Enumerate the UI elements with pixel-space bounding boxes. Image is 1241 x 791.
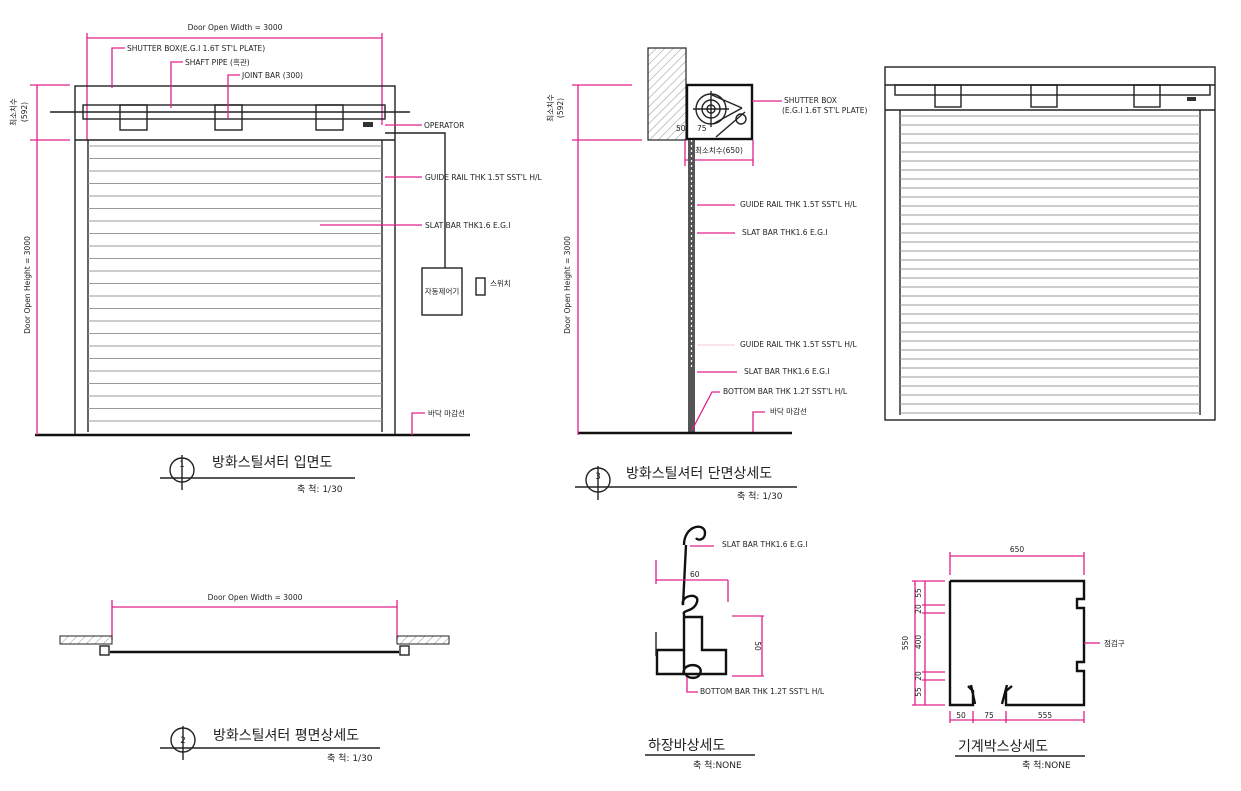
height-dimension: Door Open Height = 3000 bbox=[23, 236, 32, 334]
height-dimension: Door Open Height = 3000 bbox=[563, 236, 572, 334]
label-dim-555: 555 bbox=[1038, 711, 1053, 720]
drawing-number: 1 bbox=[179, 460, 185, 470]
label-dim-550: 550 bbox=[901, 636, 910, 651]
label-box-min-dim: 최소치수(650) bbox=[695, 145, 743, 155]
label-min-dim-value: (592) bbox=[20, 102, 29, 122]
label-slat-bar: SLAT BAR THK1.6 E.G.I bbox=[742, 228, 827, 237]
controller-box bbox=[421, 267, 463, 316]
slat-curtain bbox=[900, 115, 1200, 414]
width-dimension: Door Open Width = 3000 bbox=[188, 23, 283, 32]
label-controller: 자동제어기 bbox=[425, 286, 460, 296]
operator bbox=[363, 122, 373, 127]
label-joint-bar: JOINT BAR (300) bbox=[241, 71, 303, 80]
bottom-bar-detail: SLAT BAR THK1.6 E.G.I 60 50 BOTTOM BAR T… bbox=[645, 525, 825, 771]
label-dim-20a: 20 bbox=[914, 604, 923, 614]
label-dim-55a: 55 bbox=[914, 588, 923, 598]
label-shaft-pipe: SHAFT PIPE (흑관) bbox=[185, 57, 250, 67]
label-operator: OPERATOR bbox=[424, 121, 464, 130]
label-dim-55b: 55 bbox=[914, 687, 923, 697]
label-shutter-box: SHUTTER BOX bbox=[784, 96, 837, 105]
slat-curtain bbox=[88, 145, 382, 422]
label-dim-small-a: 50 bbox=[676, 124, 686, 133]
drawing-scale: 축 척:NONE bbox=[693, 760, 742, 771]
label-slat-bar-2: SLAT BAR THK1.6 E.G.I bbox=[744, 367, 829, 376]
label-dim-75: 75 bbox=[984, 711, 994, 720]
wall bbox=[647, 47, 687, 141]
label-floor: 바닥 마감선 bbox=[428, 408, 465, 418]
label-dim-50: 50 bbox=[753, 641, 762, 651]
drawing-title: 하장바상세도 bbox=[648, 738, 725, 754]
drawing-number: 2 bbox=[180, 736, 186, 746]
label-dim-60: 60 bbox=[690, 570, 700, 579]
label-min-dim: 최소치수 bbox=[8, 98, 18, 126]
switch bbox=[475, 277, 486, 296]
label-min-dim: 최소치수 bbox=[545, 94, 555, 122]
label-dim-50: 50 bbox=[956, 711, 966, 720]
drawing-number: 3 bbox=[595, 472, 601, 482]
front-elevation: Door Open Width = 3000 SHUTTER BOX(E.G.I… bbox=[8, 23, 543, 495]
label-dim-small-b: 75 bbox=[697, 124, 707, 133]
label-guide-rail: GUIDE RAIL THK 1.5T SST'L H/L bbox=[425, 173, 543, 182]
label-guide-rail: GUIDE RAIL THK 1.5T SST'L H/L bbox=[740, 200, 858, 209]
drawing-scale: 축 척: 1/30 bbox=[737, 491, 783, 502]
drawing-title: 방화스틸셔터 입면도 bbox=[212, 455, 332, 471]
shutter-box bbox=[685, 83, 754, 141]
label-dim-20b: 20 bbox=[914, 671, 923, 681]
rear-elevation bbox=[884, 66, 1216, 421]
joint-bar bbox=[119, 104, 148, 131]
label-dim-400: 400 bbox=[914, 635, 923, 650]
drawing-scale: 축 척:NONE bbox=[1022, 760, 1071, 771]
label-dim-650: 650 bbox=[1010, 545, 1025, 554]
section-view: SHUTTER BOX (E.G.I 1.6T ST'L PLATE) 50 7… bbox=[545, 47, 867, 502]
label-shutter-box-spec: (E.G.I 1.6T ST'L PLATE) bbox=[782, 106, 867, 115]
label-slat-bar: SLAT BAR THK1.6 E.G.I bbox=[425, 221, 510, 230]
width-dimension: Door Open Width = 3000 bbox=[208, 593, 303, 602]
machine-box-detail: 650 550 55 20 400 20 55 50 75 555 점검구 기계… bbox=[901, 545, 1125, 771]
joint-bar bbox=[315, 104, 344, 131]
label-floor: 바닥 마감선 bbox=[770, 406, 807, 416]
drawing-scale: 축 척: 1/30 bbox=[297, 484, 343, 495]
label-guide-rail-faint: GUIDE RAIL THK 1.5T SST'L H/L bbox=[740, 340, 858, 349]
label-bottom-bar: BOTTOM BAR THK 1.2T SST'L H/L bbox=[723, 387, 848, 396]
label-shutter-box: SHUTTER BOX(E.G.I 1.6T ST'L PLATE) bbox=[127, 44, 265, 53]
label-switch: 스위치 bbox=[490, 279, 511, 288]
drawing-scale: 축 척: 1/30 bbox=[327, 753, 373, 764]
drawing-title: 방화스틸셔터 단면상세도 bbox=[626, 466, 772, 482]
label-inspection: 점검구 bbox=[1104, 638, 1125, 648]
label-slat-bar: SLAT BAR THK1.6 E.G.I bbox=[722, 540, 807, 549]
drawing-title: 방화스틸셔터 평면상세도 bbox=[213, 728, 359, 744]
label-bottom-bar: BOTTOM BAR THK 1.2T SST'L H/L bbox=[700, 687, 825, 696]
drawing-title: 기계박스상세도 bbox=[958, 739, 1048, 755]
label-min-dim-value: (592) bbox=[556, 98, 565, 118]
plan-view: Door Open Width = 3000 2 방화스틸셔터 평면상세도 축 … bbox=[59, 593, 450, 764]
